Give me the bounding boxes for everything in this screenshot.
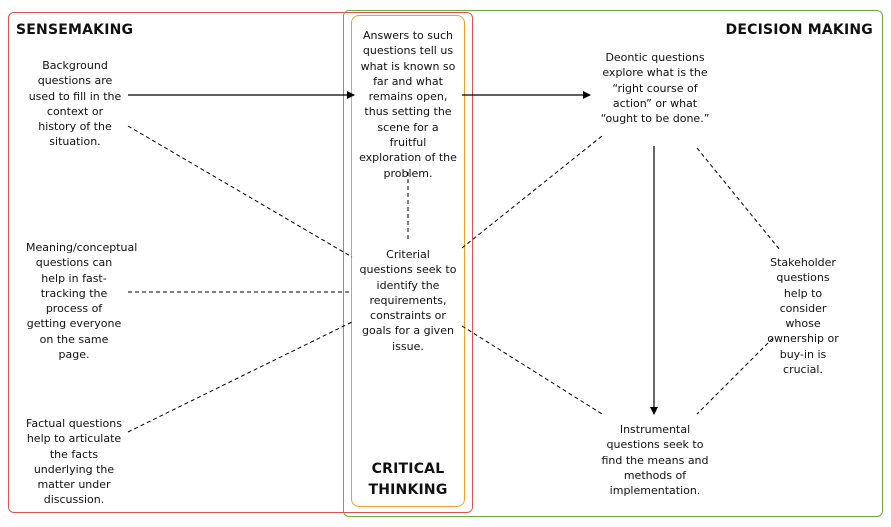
- critical-thinking-title: CRITICAL THINKING: [368, 461, 448, 498]
- deontic-questions-note: Deontic questions explore what is the “r…: [600, 51, 710, 126]
- dash-background-to-criterial: [127, 125, 353, 258]
- factual-questions-note: Factual questions help to articulate the…: [26, 417, 122, 507]
- dash-criterial-to-instrumental: [461, 325, 603, 415]
- decision-making-title: DECISION MAKING: [725, 22, 873, 38]
- critical-thinking-region: [351, 15, 465, 507]
- instrumental-questions-note: Instrumental questions seek to find the …: [601, 423, 709, 498]
- criterial-questions-note: Criterial questions seek to identify the…: [359, 248, 457, 353]
- dash-stakeholder-to-instrumental: [696, 337, 774, 415]
- background-questions-note: Background questions are used to fill in…: [28, 59, 122, 149]
- meaning-questions-note: Meaning/conceptual questions can help in…: [26, 241, 138, 362]
- dash-deontic-to-stakeholder: [696, 147, 781, 251]
- decision-making-region: [343, 10, 883, 517]
- sensemaking-region: [8, 12, 473, 513]
- dash-criterial-to-deontic: [461, 135, 603, 249]
- stakeholder-questions-note: Stakeholder questions help to consider w…: [767, 256, 839, 377]
- sensemaking-title: SENSEMAKING: [16, 22, 134, 38]
- answers-note: Answers to such questions tell us what i…: [359, 29, 457, 180]
- dash-factual-to-criterial: [127, 321, 353, 433]
